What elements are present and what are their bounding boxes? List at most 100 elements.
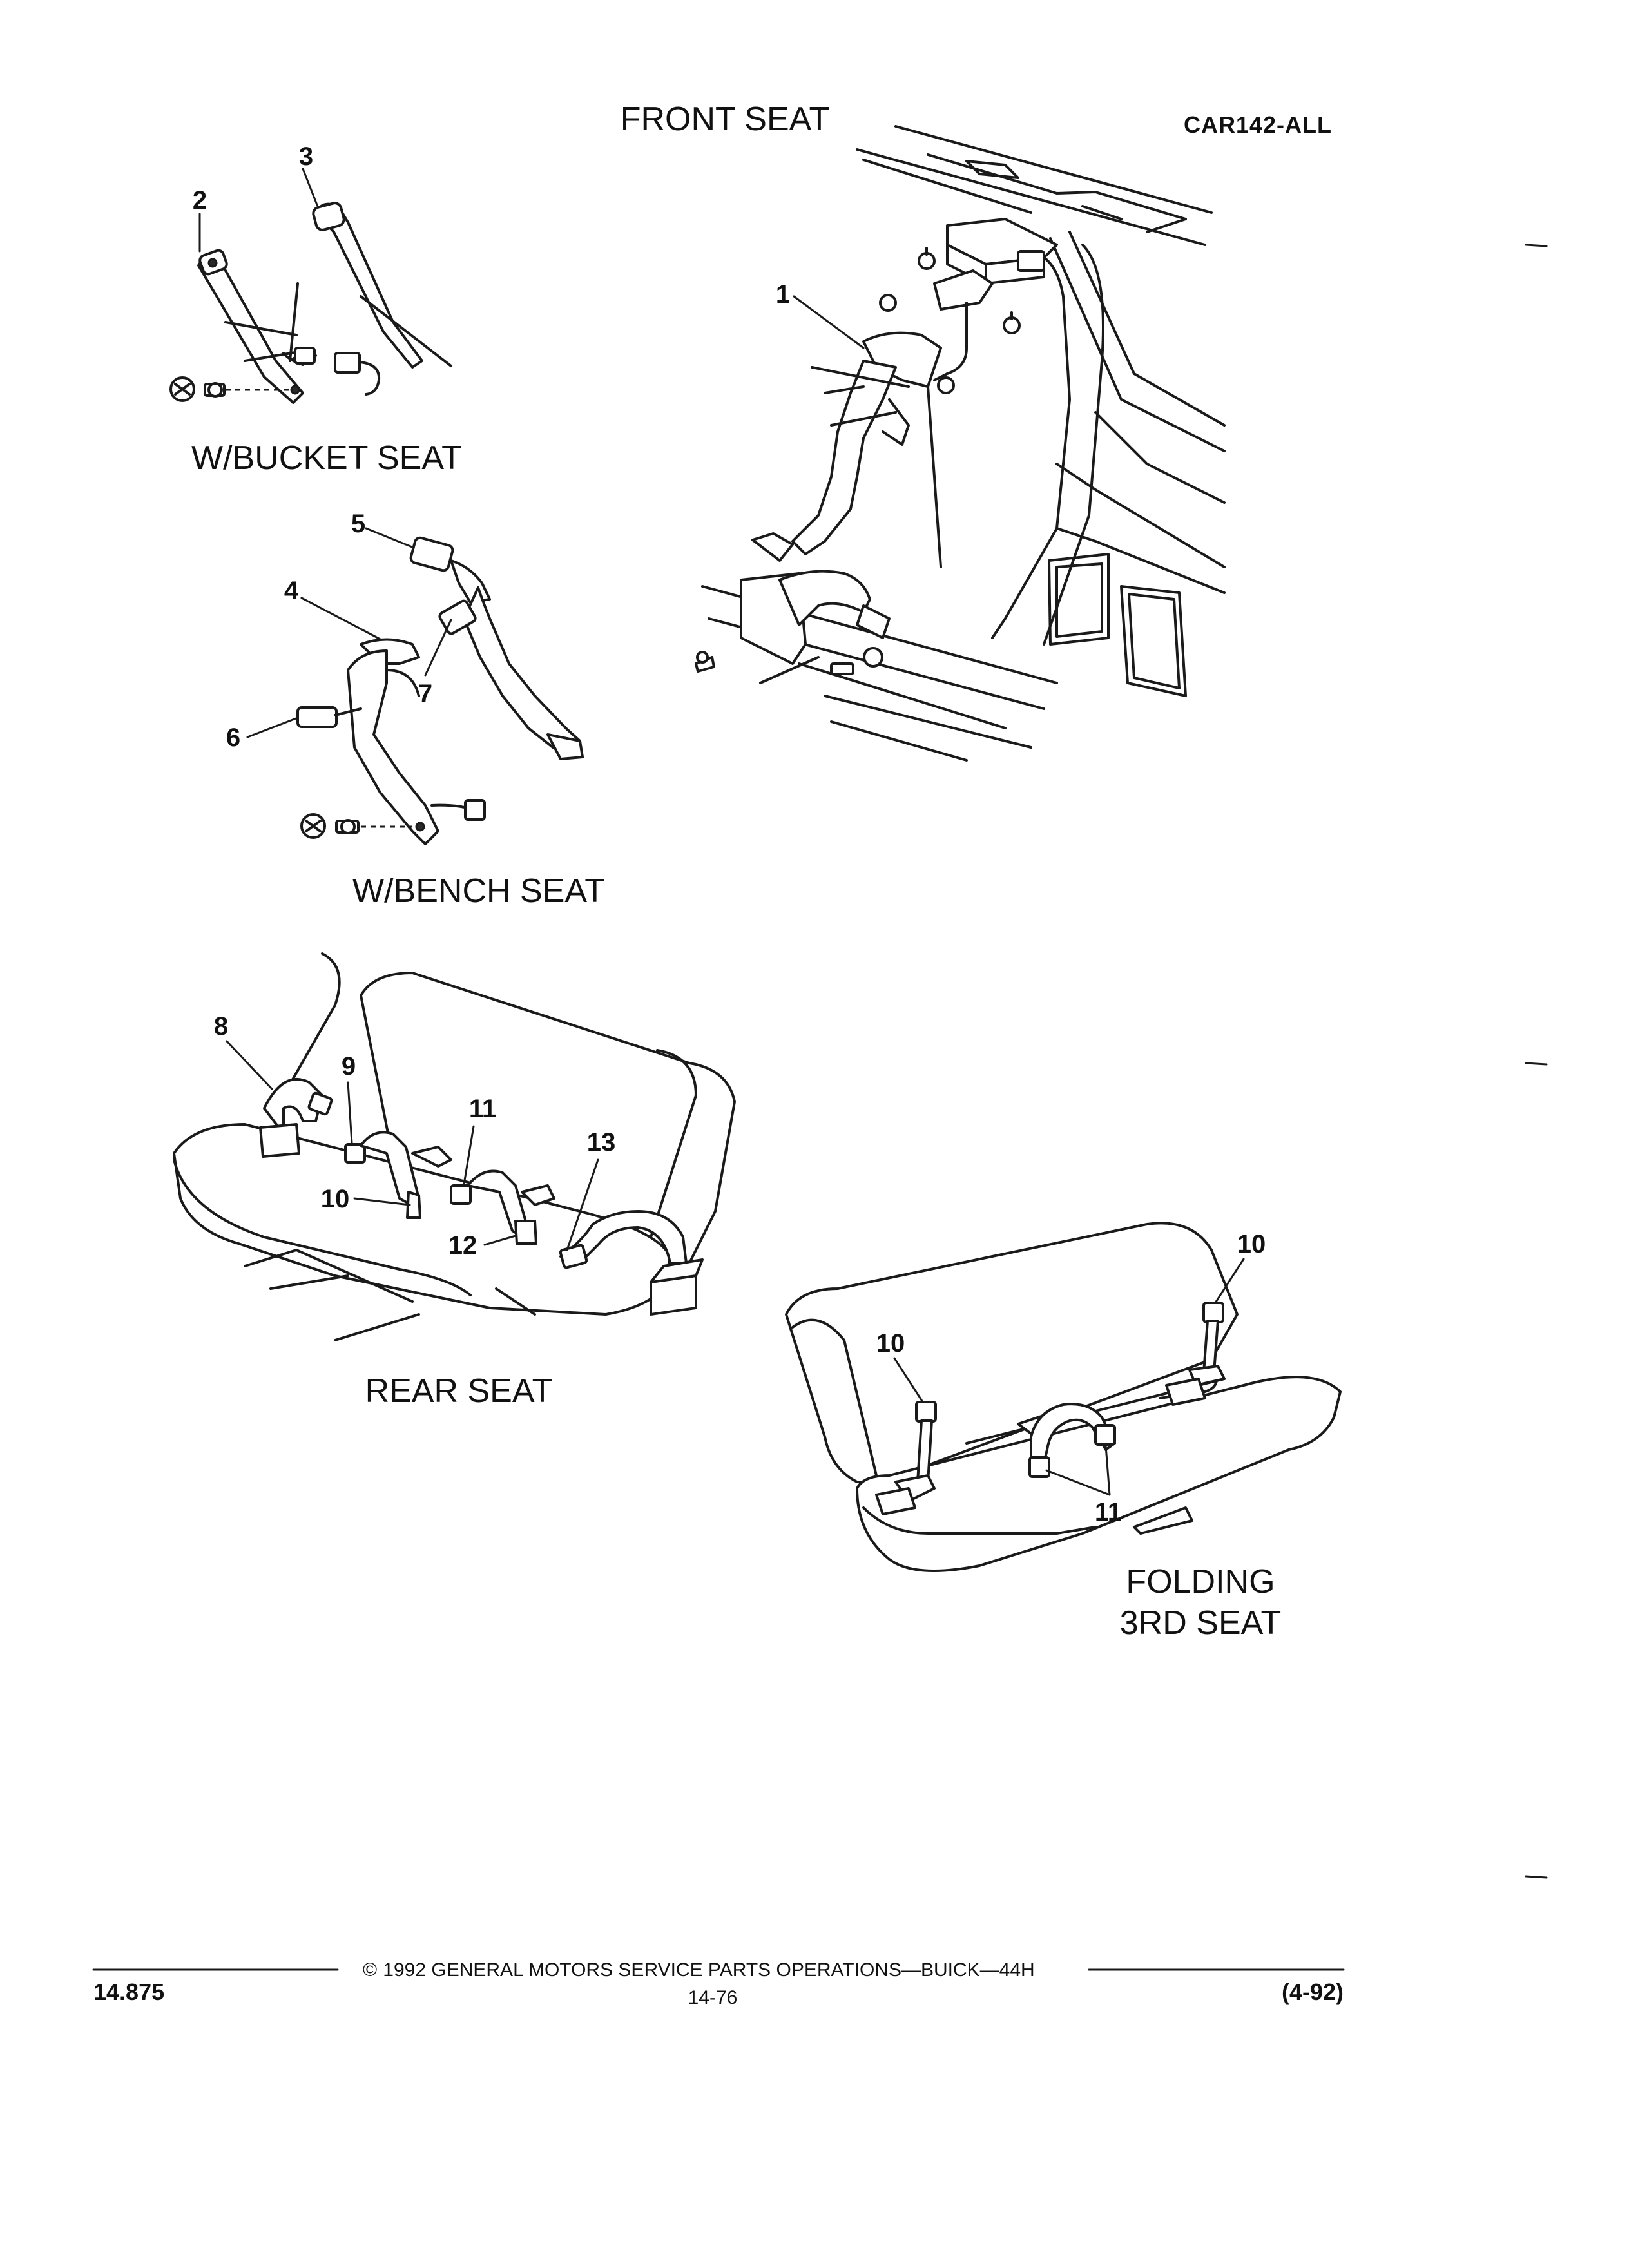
folding-buckle-11-left (1028, 1456, 1050, 1478)
callout-10-rear: 10 (321, 1185, 350, 1213)
belt-part-1-webbing (791, 360, 897, 555)
front-seat-body-view: 1 (695, 125, 1226, 762)
rear-floor-line (495, 1287, 536, 1316)
body-side-line (1049, 237, 1226, 452)
folding-seat-label-line1: FOLDING (1126, 1563, 1275, 1600)
folding-seat-cushion-edge (862, 1506, 1097, 1535)
leader-7 (424, 619, 452, 677)
harness-connector-icon (334, 352, 361, 374)
leader-11-fold-left (1045, 1469, 1111, 1496)
buckle-part-12 (514, 1220, 537, 1245)
bolt-hole (290, 385, 300, 395)
belt-13-retractor-top (650, 1258, 704, 1283)
belt-1-guide-line (824, 385, 865, 394)
bench-harness-connector (464, 799, 486, 821)
callout-10-fold-left: 10 (876, 1329, 905, 1358)
bench-bolt-head (340, 819, 356, 834)
rear-seat-cushion-edge (173, 1158, 472, 1296)
floor-line (824, 695, 1032, 749)
callout-11-rear: 11 (469, 1095, 496, 1123)
screw-icon (937, 376, 955, 394)
bench-bolt-hole (415, 822, 425, 832)
folding-seat-back-edge (791, 1318, 878, 1477)
leader-6 (246, 716, 299, 738)
callout-12: 12 (448, 1231, 477, 1260)
leader-10-fold-left (893, 1357, 924, 1403)
belt-part-6-webbing (347, 649, 439, 845)
folding-strap-10-left (916, 1419, 933, 1483)
rear-floor-line (269, 1274, 349, 1290)
roof-panel-detail (965, 160, 1019, 179)
copyright-line: 1992 GENERAL MOTORS SERVICE PARTS OPERAT… (383, 1959, 1034, 1981)
buckle-part-9 (344, 1143, 366, 1164)
belt-3-buckle (312, 202, 345, 231)
callout-13: 13 (587, 1128, 616, 1157)
quarter-window-inner (1128, 593, 1181, 689)
folding-seat-label-line2: 3RD SEAT (1120, 1604, 1281, 1642)
rear-seat-trim-line (282, 952, 341, 1097)
retractor-wire (933, 302, 968, 381)
folding-seat-back (785, 1222, 1239, 1483)
belt-3-guide-line (360, 295, 452, 367)
margin-mark (1525, 1875, 1548, 1879)
belt-1-drop-line (927, 385, 942, 568)
bucket-seat-label: W/BUCKET SEAT (191, 439, 462, 477)
screw-icon (879, 294, 897, 312)
folding-anchor-10-left-base (875, 1487, 916, 1515)
floor-line (830, 720, 968, 762)
belt-6-anchor-plate (296, 706, 338, 728)
belt-part-7 (463, 586, 581, 758)
roof-rail (862, 159, 1032, 214)
belt-1-guide-clip (882, 398, 910, 446)
anchor-hole (207, 258, 218, 268)
belt-8-latch (307, 1091, 333, 1116)
leader-9 (347, 1081, 353, 1144)
belt-part-1-guide (862, 331, 942, 388)
margin-mark (1525, 244, 1548, 247)
margin-mark (1525, 1062, 1548, 1066)
bench-seat-label: W/BENCH SEAT (352, 872, 605, 910)
leader-12 (483, 1235, 517, 1246)
callout-2: 2 (193, 186, 207, 215)
folding-strap-10-right (1202, 1320, 1219, 1374)
rear-floor-line (244, 1249, 414, 1303)
belt-1-guide-line (830, 411, 897, 427)
body-side-line (1055, 463, 1226, 568)
lower-anchor-plate (751, 532, 794, 562)
roof-panel (927, 153, 1187, 233)
folding-buckle-10-right (1202, 1302, 1224, 1323)
folding-seat-view: 10 10 11 FOLDING 3RD SEAT (785, 1222, 1342, 1642)
buckle-part-5 (409, 536, 454, 572)
callout-3: 3 (299, 142, 313, 171)
floor-bolt-head (696, 651, 709, 664)
folding-buckle-10-left (915, 1401, 937, 1423)
retractor-bracket (933, 269, 994, 311)
quarter-window (1048, 553, 1110, 646)
leader-13 (566, 1158, 599, 1251)
belt-11-tongue (521, 1184, 555, 1206)
nut-icon-cross (174, 383, 191, 396)
page-footer: 14.875 © 1992 GENERAL MOTORS SERVICE PAR… (92, 1959, 1345, 2008)
copyright-symbol: © (363, 1959, 377, 1981)
belt-10-tongue (411, 1146, 452, 1168)
belt-6-link (334, 707, 362, 716)
callout-4: 4 (284, 577, 299, 605)
leader-1 (793, 295, 865, 349)
connector-icon (294, 347, 316, 365)
figure-code: CAR142-ALL (1184, 111, 1332, 138)
leader-10 (353, 1197, 411, 1206)
belt-5-webbing (450, 559, 491, 604)
roof-rail (856, 148, 1206, 246)
leader-11-fold-right (1104, 1445, 1111, 1496)
belt-10-end (406, 1191, 421, 1219)
section-number: 14.875 (93, 1979, 164, 2005)
callout-11-fold: 11 (1095, 1498, 1122, 1526)
page-number: 14-76 (688, 1987, 738, 2008)
rear-seat-view: 8 9 10 11 12 13 REAR SEAT (173, 952, 736, 1410)
body-side-line (1094, 411, 1226, 504)
b-pillar-outline (1043, 244, 1104, 646)
anchor-bolt-icon (830, 662, 854, 675)
lower-belt-buckle (856, 604, 891, 639)
rear-seat-back-edge (650, 1049, 697, 1238)
